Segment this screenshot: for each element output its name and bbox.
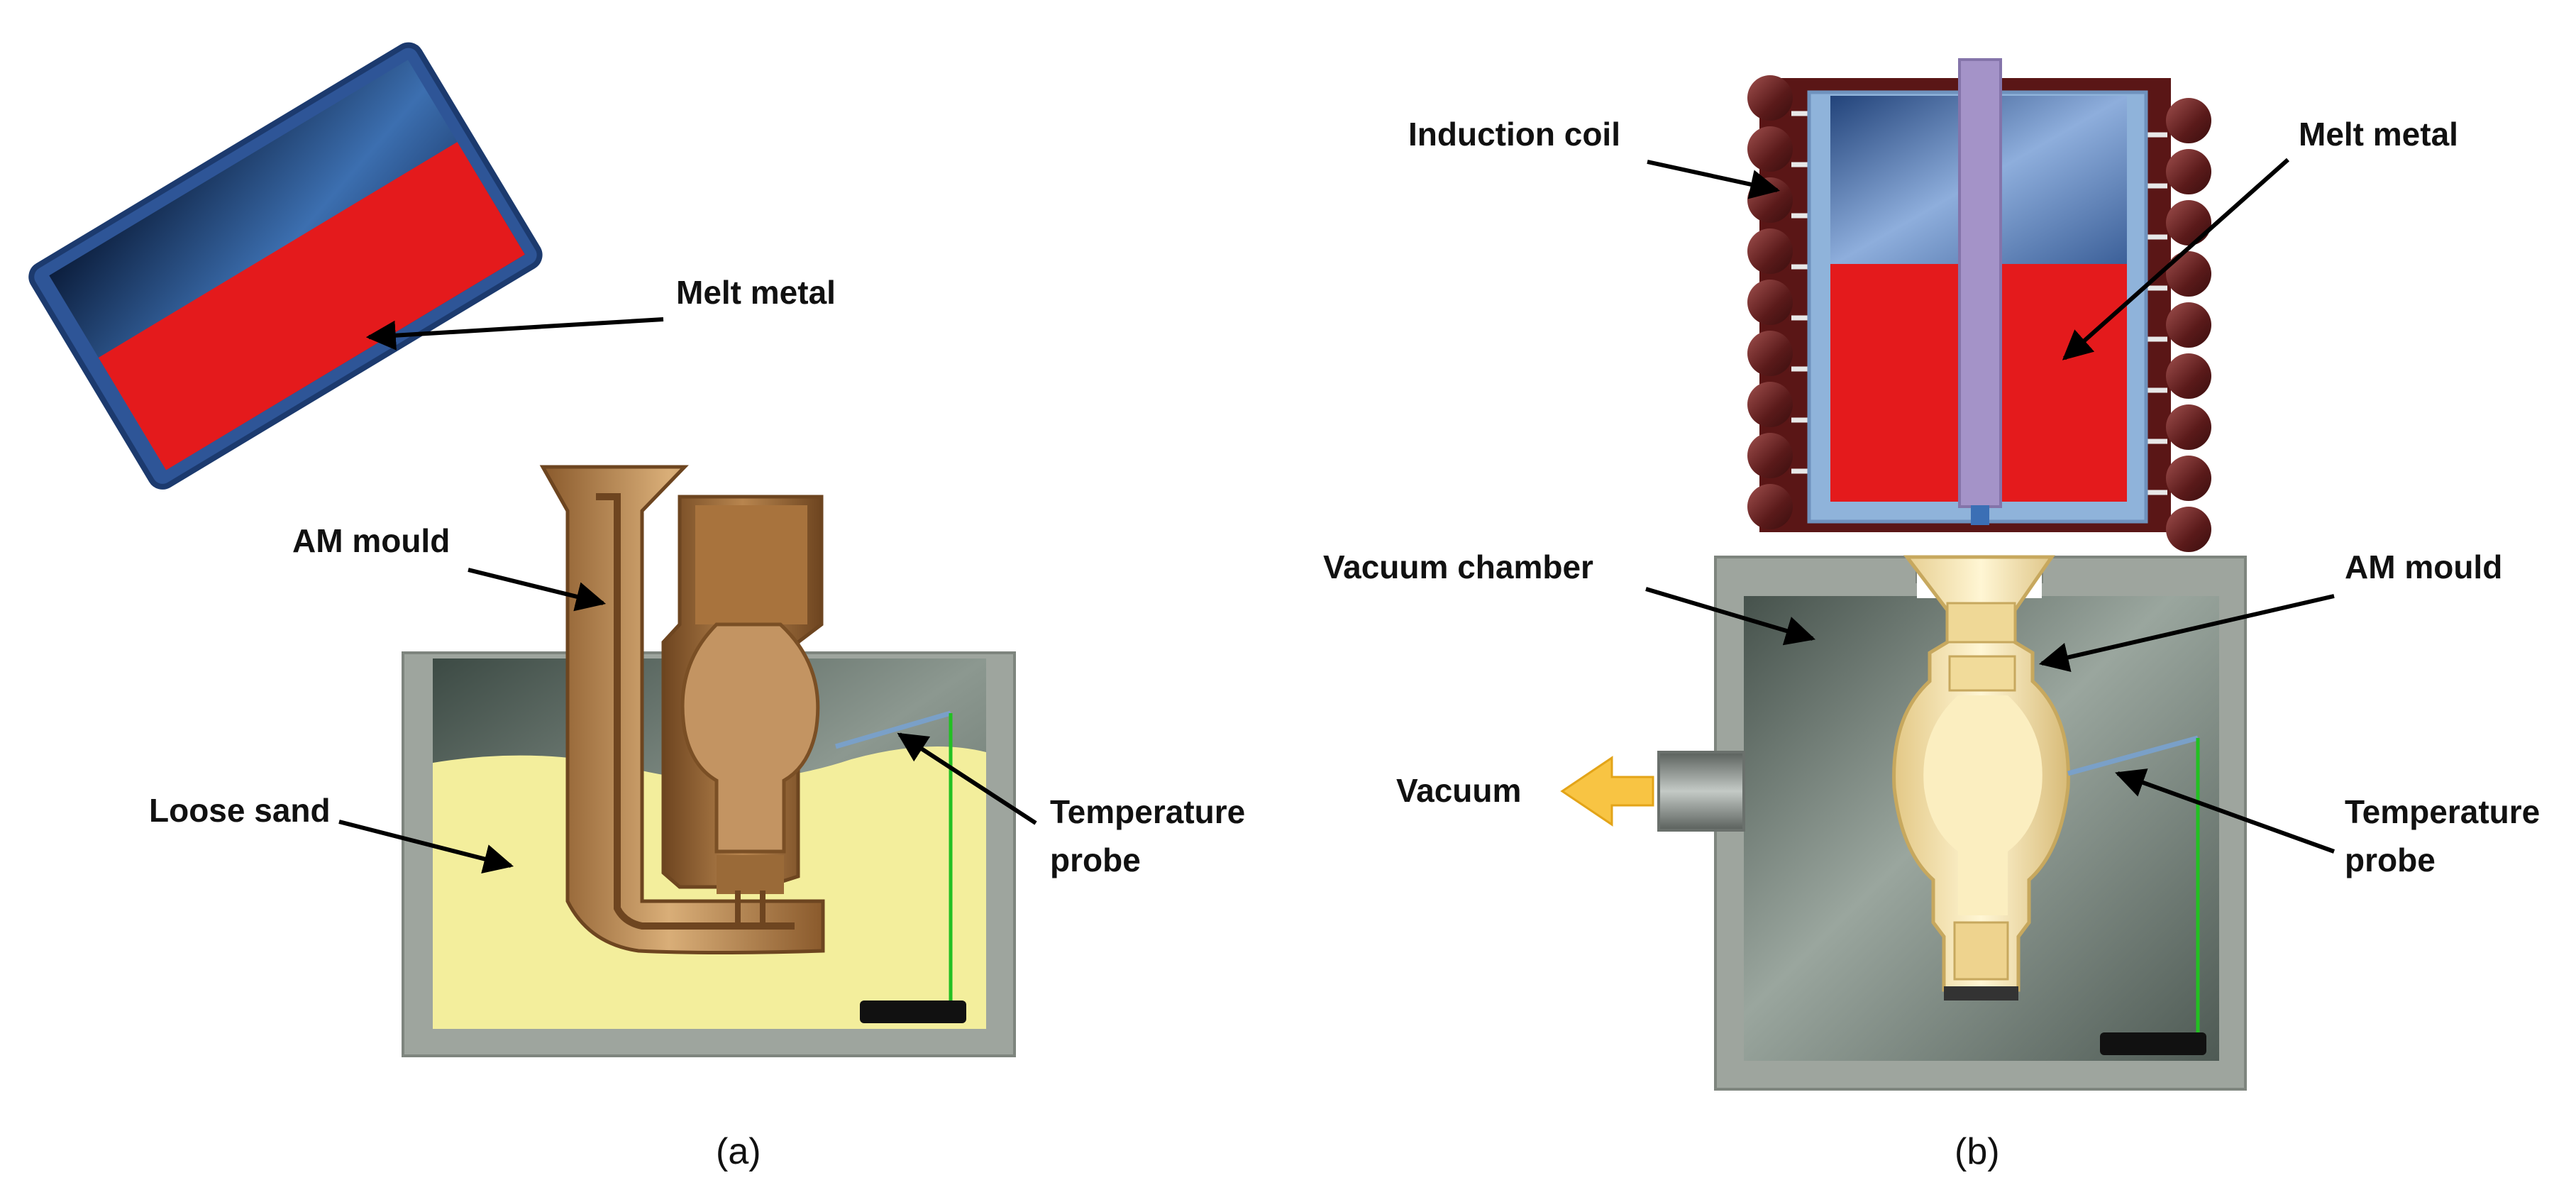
arrow-temperature-probe-a [897,732,1037,825]
label-vacuum: Vacuum [1396,772,1521,809]
am-mould-bronze [539,465,825,954]
arrow-loose-sand [338,820,514,873]
label-temperature-probe-b-1: Temperature [2345,793,2540,830]
label-temperature-probe-a-2: probe [1050,842,1141,878]
label-induction-coil: Induction coil [1408,116,1620,153]
ladle [28,42,543,490]
label-vacuum-chamber: Vacuum chamber [1323,549,1593,585]
arrow-induction-coil [1647,160,1781,199]
stopper-rod [1958,58,2002,508]
label-am-mould-a: AM mould [292,522,450,559]
sensor-block [860,1001,966,1023]
label-temperature-probe-a-1: Temperature [1050,793,1245,830]
ladle-melt-metal [98,142,525,470]
caption-b: (b) [1955,1131,2000,1172]
vacuum-arrow [1560,756,1654,827]
vacuum-pipe [1657,751,1745,832]
panel-a: Melt metal AM mould Loose sand Temperatu… [28,42,1245,1172]
label-loose-sand: Loose sand [149,792,331,829]
temperature-probe-b [2067,735,2200,1032]
label-am-mould-b: AM mould [2345,549,2502,585]
crucible [1807,58,2148,525]
label-melt-metal-a: Melt metal [676,274,836,311]
am-mould-light [1892,555,2070,1001]
panel-b: Induction coil Melt metal Vacuum chamber… [1323,58,2540,1172]
arrow-am-mould-a [468,568,607,612]
caption-a: (a) [716,1131,761,1172]
arrow-melt-metal-b [2062,158,2289,360]
label-temperature-probe-b-2: probe [2345,842,2436,878]
temperature-probe-a [835,710,953,1001]
label-melt-metal-b: Melt metal [2299,116,2458,153]
sensor-block-b [2100,1032,2206,1055]
arrow-melt-metal-a [365,317,664,351]
arrow-vacuum-chamber [1645,587,1816,646]
arrow-temperature-probe-b [2115,768,2335,854]
arrow-am-mould-b [2038,594,2335,672]
